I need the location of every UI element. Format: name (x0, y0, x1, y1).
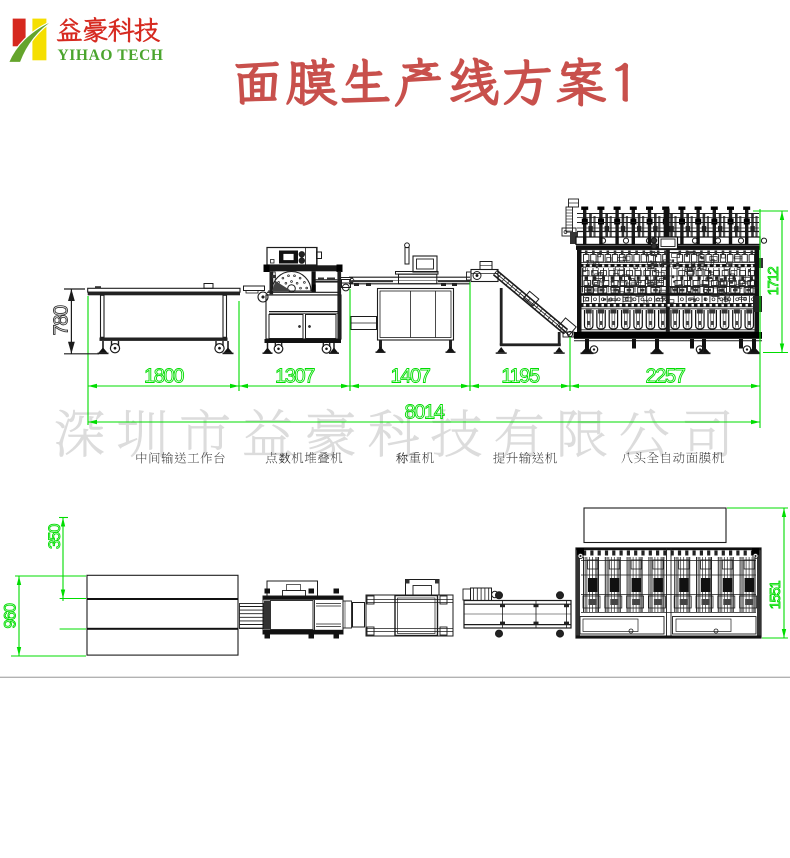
svg-text:1407: 1407 (391, 366, 431, 388)
svg-text:2257: 2257 (646, 366, 686, 388)
svg-text:780: 780 (51, 305, 73, 335)
svg-text:1195: 1195 (501, 366, 540, 388)
svg-text:960: 960 (1, 603, 20, 628)
svg-text:350: 350 (45, 524, 64, 549)
svg-text:1551: 1551 (767, 581, 784, 610)
svg-text:8014: 8014 (405, 402, 445, 424)
svg-text:1712: 1712 (765, 267, 782, 296)
svg-text:1800: 1800 (144, 366, 184, 388)
svg-text:1307: 1307 (275, 366, 315, 388)
svg-text:YIHAO TECH: YIHAO TECH (58, 47, 164, 64)
